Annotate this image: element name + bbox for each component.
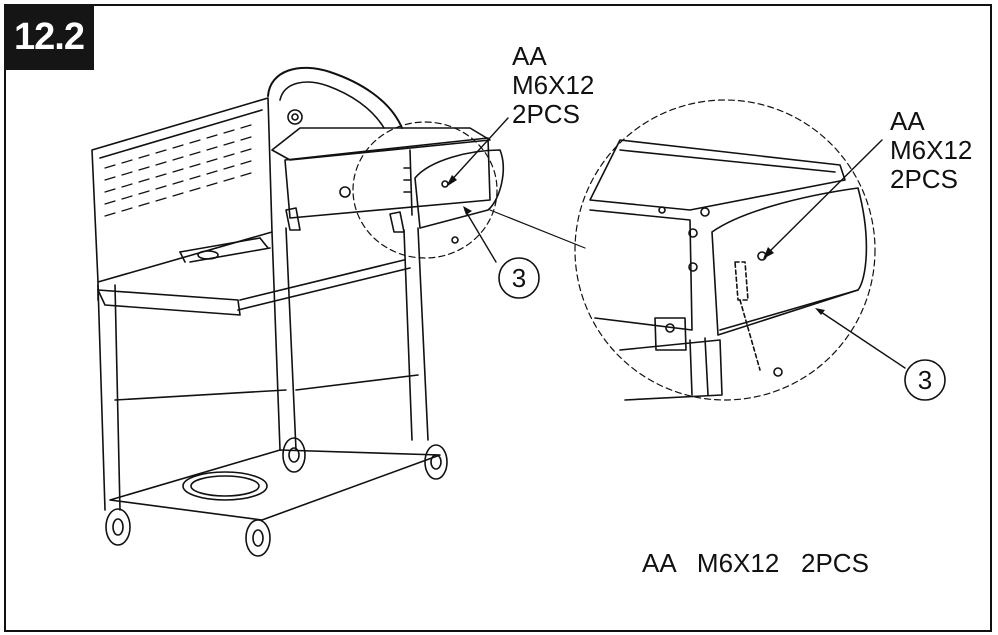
- step-label: 12.2: [14, 15, 85, 58]
- grill-cart: [91, 66, 504, 521]
- parts-list-size: M6X12: [696, 548, 780, 578]
- arrowheads: [446, 175, 825, 315]
- callout-leader-right: [764, 139, 883, 257]
- detail-marker-circle: [352, 121, 498, 259]
- hardware-callout-left: AA M6X12 2PCS: [512, 42, 594, 129]
- cart-wheels: [105, 437, 448, 557]
- callout-qty: 2PCS: [890, 164, 958, 194]
- zoom-leader-line: [489, 209, 586, 249]
- vent-slots: [104, 124, 252, 217]
- parts-list: AA M6X12 2PCS: [642, 548, 869, 579]
- part-number-left: 3: [512, 263, 526, 293]
- step-number-badge: 12.2: [4, 4, 94, 70]
- part-number-right: 3: [918, 365, 932, 395]
- callout-size: M6X12: [890, 135, 973, 165]
- callout-qty: 2PCS: [512, 99, 580, 129]
- hardware-callout-right: AA M6X12 2PCS: [890, 107, 972, 194]
- callout-code: AA: [512, 41, 547, 71]
- callout-leader-left: [447, 117, 509, 185]
- parts-list-qty: 2PCS: [800, 548, 869, 578]
- part-balloon-right: 3: [904, 359, 946, 401]
- part-balloon-left: 3: [498, 257, 540, 299]
- part-leader-right: [817, 309, 906, 369]
- zoomed-detail: [574, 99, 876, 401]
- instruction-frame: [4, 4, 992, 632]
- parts-list-code: AA: [642, 548, 676, 578]
- part-leader-left: [464, 209, 497, 263]
- callout-code: AA: [890, 106, 925, 136]
- callout-size: M6X12: [512, 70, 595, 100]
